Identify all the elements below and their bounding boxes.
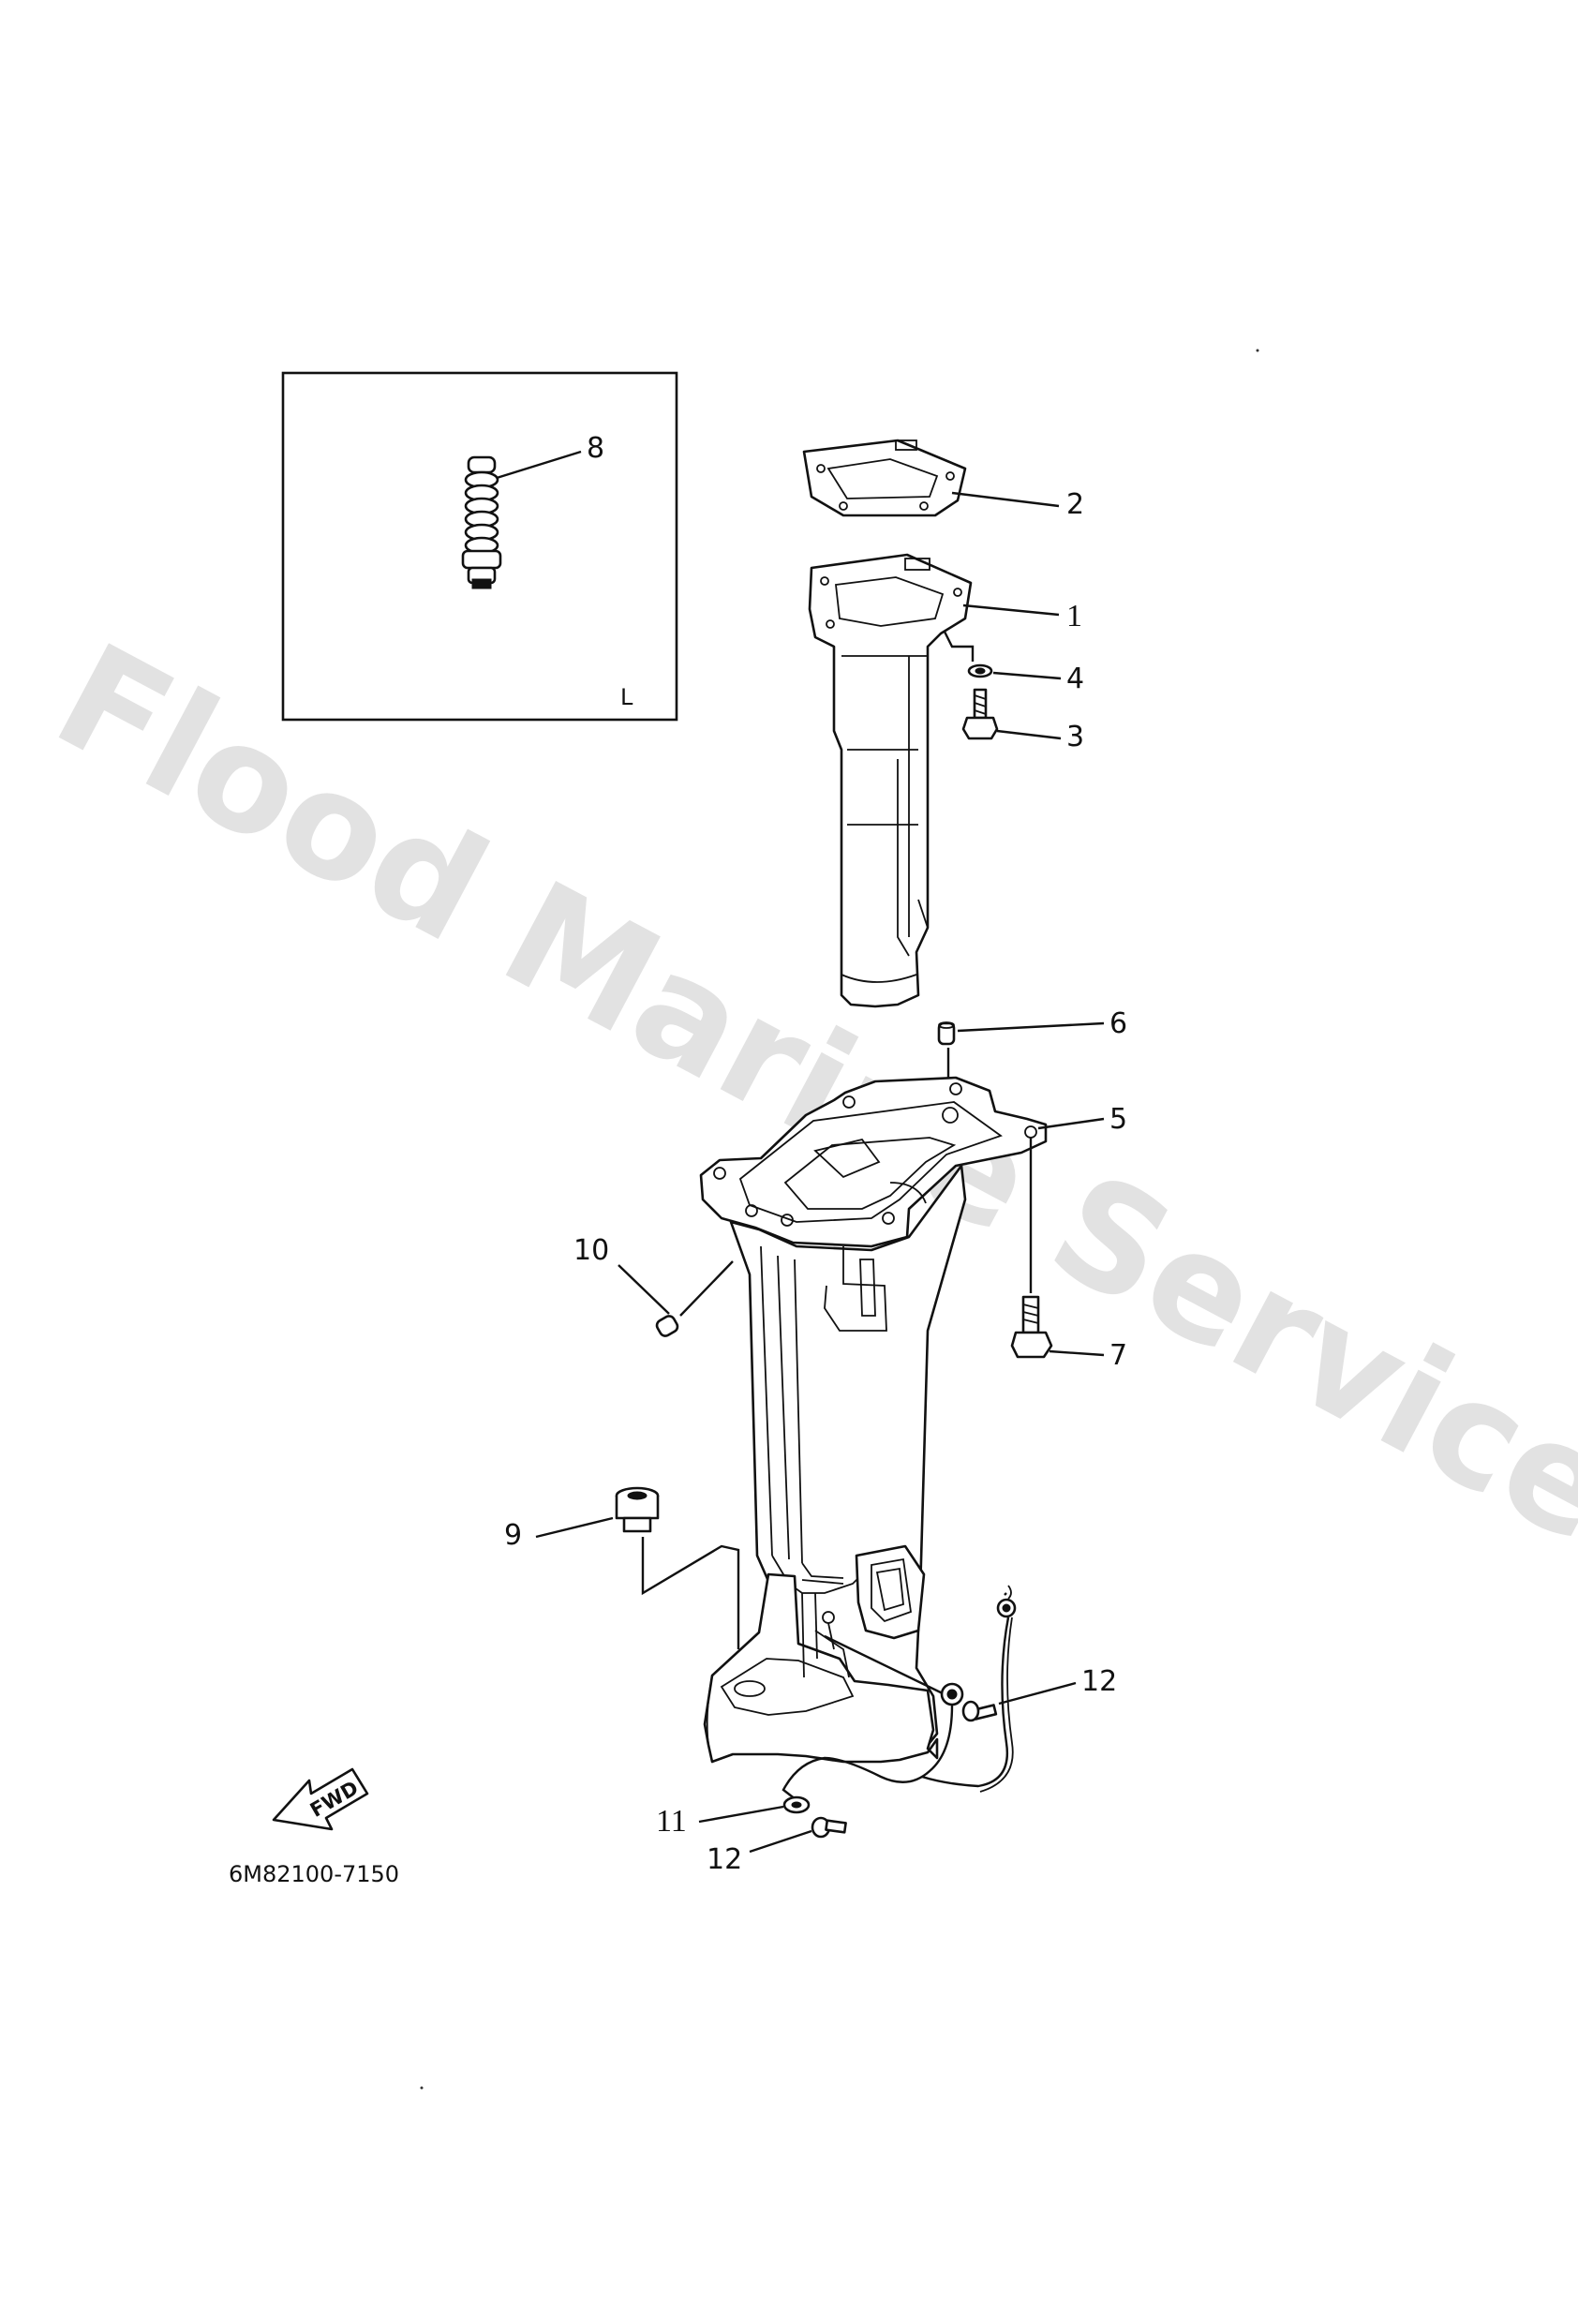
callout-2: 2 (1066, 488, 1084, 521)
callout-4: 4 (1066, 663, 1084, 695)
speck (420, 2086, 424, 2090)
callout-9: 9 (504, 1519, 522, 1552)
part-10-plug (655, 1315, 679, 1337)
callout-5: 5 (1109, 1103, 1127, 1136)
part-7-bolt (1010, 1295, 1053, 1359)
inset-label: L (620, 684, 633, 710)
ground-lead (782, 1585, 1017, 1839)
drawing-code: 6M82100-7150 (229, 1861, 399, 1887)
part-8-spring (461, 455, 502, 589)
part-5-upper-casing (699, 1076, 1048, 1764)
callout-11: 11 (656, 1804, 687, 1839)
inset-box: L 8 (281, 371, 678, 722)
callout-7: 7 (1109, 1339, 1127, 1372)
callout-10: 10 (573, 1234, 609, 1267)
fwd-arrow: FWD (272, 1767, 369, 1831)
callout-12b: 12 (707, 1843, 742, 1876)
part-6-dowel (937, 1021, 956, 1046)
part-3-bolt (961, 688, 999, 740)
speck (1256, 349, 1259, 352)
callout-6: 6 (1109, 1007, 1127, 1040)
part-9-plug (615, 1486, 660, 1533)
part-4-washer (967, 663, 993, 678)
callout-1: 1 (1066, 599, 1082, 633)
part-1-exhaust-guide (808, 553, 973, 1008)
callout-12a: 12 (1081, 1665, 1117, 1698)
callout-8: 8 (587, 432, 604, 465)
callout-3: 3 (1066, 721, 1084, 753)
part-2-gasket (802, 439, 967, 517)
